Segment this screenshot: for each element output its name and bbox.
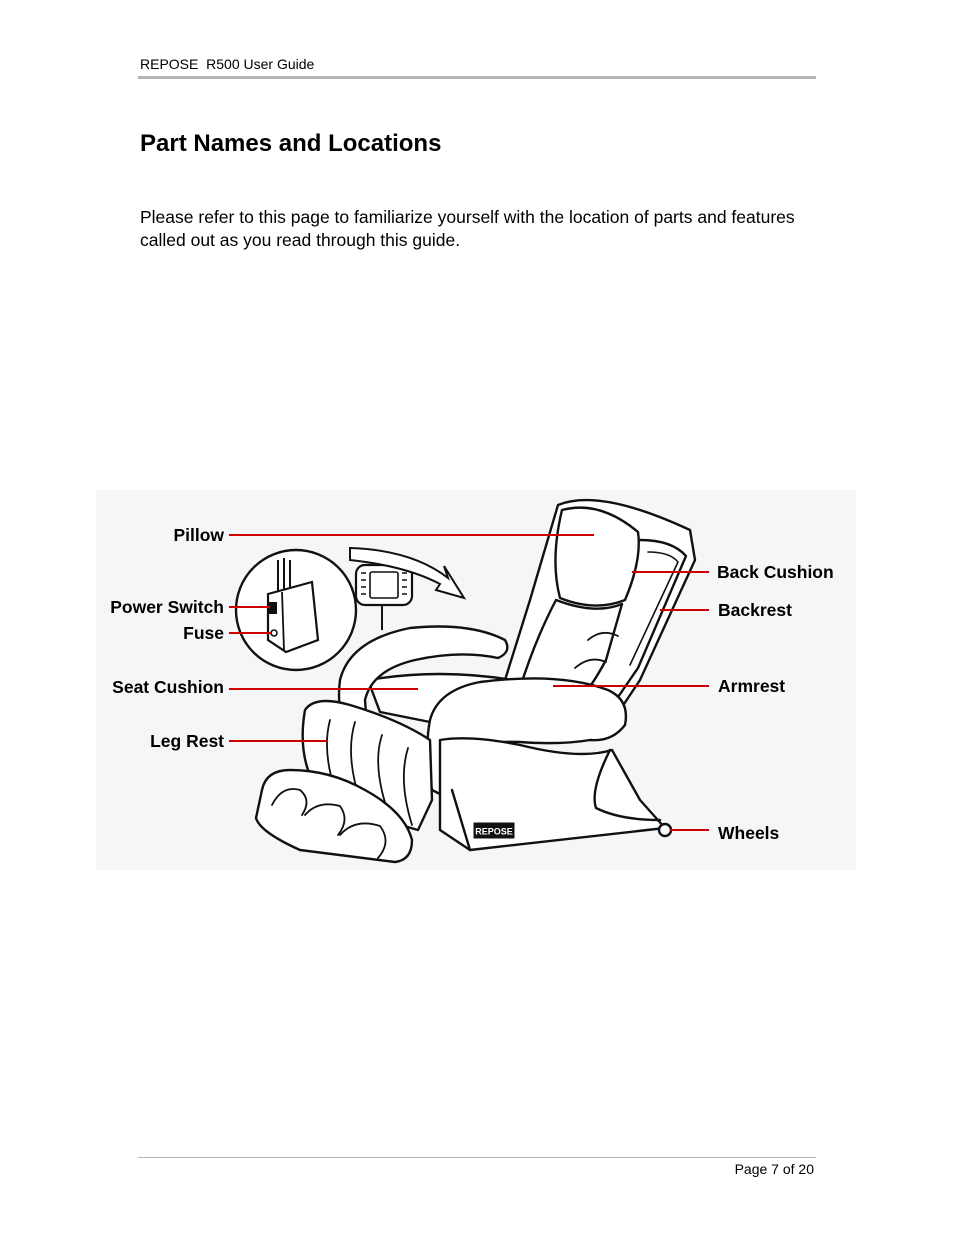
foot-rest-wells: [271, 788, 387, 859]
header-divider: [138, 76, 816, 79]
massage-chair-illustration: [254, 498, 697, 864]
remote-control-buttons: [361, 572, 407, 595]
leg-rest-shape: [301, 699, 434, 832]
fuse-icon: [270, 629, 278, 637]
leader-lines: [229, 534, 709, 831]
label-fuse: Fuse: [183, 623, 224, 643]
inset-switch-box: [266, 580, 320, 654]
page-number: Page 7 of 20: [734, 1161, 814, 1177]
power-panel-inset: [234, 548, 358, 672]
curved-arrow-icon: [349, 546, 467, 600]
label-armrest: Armrest: [718, 676, 785, 696]
brand-mark: REPOSE: [475, 827, 513, 837]
label-seat-cushion: Seat Cushion: [112, 677, 224, 697]
label-back-cushion: Back Cushion: [717, 562, 834, 582]
chair-parts-diagram: REPOSE Pillow Power Switch Fuse Seat Cus…: [96, 490, 856, 870]
label-backrest: Backrest: [718, 600, 792, 620]
base-front-panel: [450, 748, 662, 852]
back-cushion-roller: [574, 631, 619, 669]
backrest-side-seam: [629, 551, 679, 666]
chair-base: [438, 737, 667, 852]
pillow-shape: [554, 506, 640, 607]
label-pillow: Pillow: [173, 525, 224, 545]
footer-divider: [138, 1157, 816, 1158]
label-leg-rest: Leg Rest: [150, 731, 224, 751]
inset-switch-box-edge: [281, 591, 285, 651]
remote-control-illustration: [354, 563, 414, 630]
intro-paragraph: Please refer to this page to familiarize…: [140, 207, 795, 250]
page-title: Part Names and Locations: [140, 130, 442, 157]
leg-rest-grooves: [326, 719, 413, 826]
remote-control-screen: [369, 571, 399, 599]
backrest-side-panel: [603, 538, 688, 718]
label-wheels: Wheels: [718, 823, 780, 843]
inset-cables: [277, 558, 291, 592]
foot-rest-shape: [254, 768, 414, 864]
power-switch-icon: [269, 602, 277, 614]
header-title: REPOSE R500 User Guide: [140, 56, 315, 72]
wheel: [657, 822, 673, 838]
label-power-switch: Power Switch: [110, 597, 224, 617]
brand-badge: [473, 822, 515, 839]
